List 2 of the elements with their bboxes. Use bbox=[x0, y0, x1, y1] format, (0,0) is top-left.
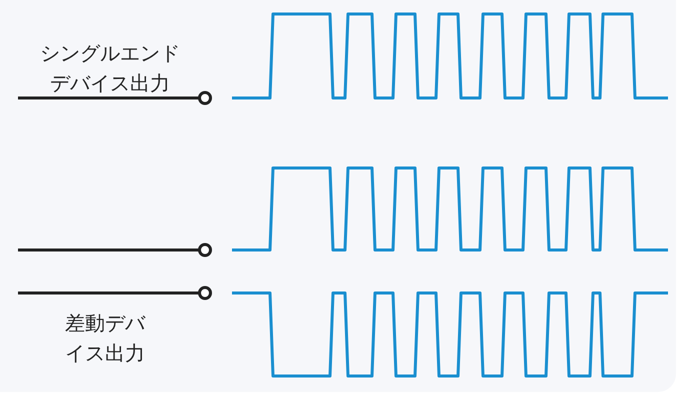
signal-label: シングルエンドデバイス出力 bbox=[39, 40, 181, 97]
signal-label: 差動デバイス出力 bbox=[64, 310, 146, 367]
